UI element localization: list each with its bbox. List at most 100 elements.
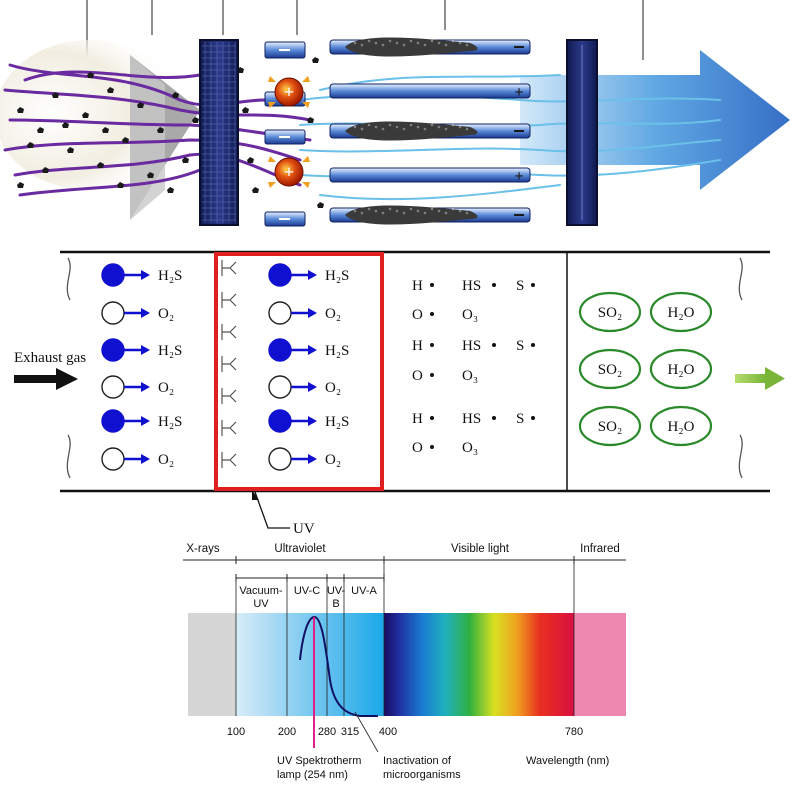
flow-line (319, 184, 561, 201)
dust-particle (172, 92, 179, 98)
radical-dot (531, 416, 535, 420)
flow-line (3, 138, 302, 162)
flow-line (23, 70, 202, 82)
h2o-label: H₂O (668, 419, 695, 435)
plate-charges: + + (514, 46, 524, 216)
dust-particle (157, 127, 164, 133)
radical-dot (430, 373, 434, 377)
h2o-label: H₂O (668, 362, 695, 378)
region-label-infrared: Infrared (580, 543, 620, 555)
region-label-visible: Visible light (451, 543, 510, 555)
dust-particle (107, 87, 114, 93)
dust-particle (252, 187, 259, 193)
dust-particle (82, 112, 89, 118)
dust-particle (147, 172, 154, 178)
uv-lamp-zone (214, 252, 384, 491)
dust-particle (17, 107, 24, 113)
h2s-label: H₂S (325, 414, 349, 430)
lamp-annotation-line2: lamp (254 nm) (277, 769, 348, 781)
lamp-annotation: UV Spektrotherm (277, 755, 361, 767)
pipe-break-marks (66, 257, 743, 479)
tick-label: 780 (565, 726, 583, 738)
radical-h: H (412, 411, 423, 427)
o2-label: O₂ (325, 380, 341, 396)
radical-hs: HS (462, 338, 481, 354)
band-label-vacuum-uv-line2: UV (253, 598, 269, 610)
radical-h: H (412, 278, 423, 294)
radical-s: S (516, 411, 524, 427)
h2s-label: H₂S (158, 414, 182, 430)
region-label-xrays: X-rays (186, 543, 219, 555)
tick-label: 100 (227, 726, 245, 738)
dirty-flow-lines (3, 63, 312, 197)
photolysis-chamber: Exhaust gas H₂SO₂H₂SO₂H₂SO₂H₂SO₂H₂SO₂H₂S… (14, 250, 785, 537)
band-label-uvb: UV- (327, 585, 346, 597)
band-label-uvc: UV-C (294, 585, 320, 597)
uv-lamp-emitters (221, 260, 237, 468)
region-label-ultraviolet: Ultraviolet (274, 543, 326, 555)
radical-dot (531, 283, 535, 287)
h2s-molecule: H₂S (101, 338, 182, 362)
radical-o: O (412, 368, 423, 384)
band-label-uva: UV-A (351, 585, 377, 597)
band-xrays (188, 613, 236, 716)
h2o-label: H₂O (668, 305, 695, 321)
dust-particle (62, 122, 69, 128)
collector-plate-positive (329, 83, 531, 99)
band-dividers (235, 560, 575, 716)
o2-label: O₂ (325, 306, 341, 322)
o2-molecule: O₂ (268, 447, 341, 471)
radical-s: S (516, 278, 524, 294)
band-visible (384, 613, 574, 716)
h2s-molecule: H₂S (101, 409, 182, 433)
uv-emitter (221, 324, 237, 340)
uv-emitter (221, 356, 237, 372)
dust-particle (17, 182, 24, 188)
h2s-label: H₂S (158, 343, 182, 359)
clean-flow-lines (299, 74, 721, 201)
band-label-uvb-line2: B (332, 598, 339, 610)
inactivation-annotation: Inactivation of (383, 755, 452, 767)
dust-particle (312, 57, 319, 63)
dust-particle (167, 187, 174, 193)
tick-label: 315 (341, 726, 359, 738)
plus-sign: + (514, 168, 523, 185)
uv-label: UV (293, 521, 315, 537)
h2o-product: H₂O (649, 291, 713, 333)
so2-product: SO₂ (578, 291, 642, 333)
o2-molecule: O₂ (101, 301, 174, 325)
dust-particle (42, 167, 49, 173)
radical-o3: O₃ (462, 440, 478, 456)
dust-particle (307, 117, 314, 123)
o2-label: O₂ (158, 380, 174, 396)
inlet-arrow (14, 368, 78, 390)
radical-dot (430, 445, 434, 449)
h2s-label: H₂S (158, 268, 182, 284)
positive-ion: + (274, 157, 304, 187)
dust-particle (182, 157, 189, 163)
radical-dot (430, 416, 434, 420)
dust-particle (122, 137, 129, 143)
svg-text:+: + (284, 82, 294, 102)
o2-label: O₂ (325, 452, 341, 468)
collector-plate-positive (329, 167, 531, 183)
uv-emitter (221, 260, 237, 276)
h2s-molecule: H₂S (268, 409, 349, 433)
dust-particle (317, 202, 324, 208)
o2-label: O₂ (158, 452, 174, 468)
uv-emitter (221, 388, 237, 404)
so2-label: SO₂ (598, 362, 622, 378)
band-label-vacuum-uv: Vacuum- (239, 585, 283, 597)
uv-emitter (221, 420, 237, 436)
radical-s: S (516, 338, 524, 354)
top-illustration: + + (0, 0, 790, 227)
uv-pointer-arrowhead (252, 490, 259, 500)
wavelength-axis-label: Wavelength (nm) (526, 755, 609, 767)
radical-dot (430, 343, 434, 347)
minus-sign (514, 130, 524, 132)
dust-particle (97, 162, 104, 168)
radical-hs: HS (462, 411, 481, 427)
